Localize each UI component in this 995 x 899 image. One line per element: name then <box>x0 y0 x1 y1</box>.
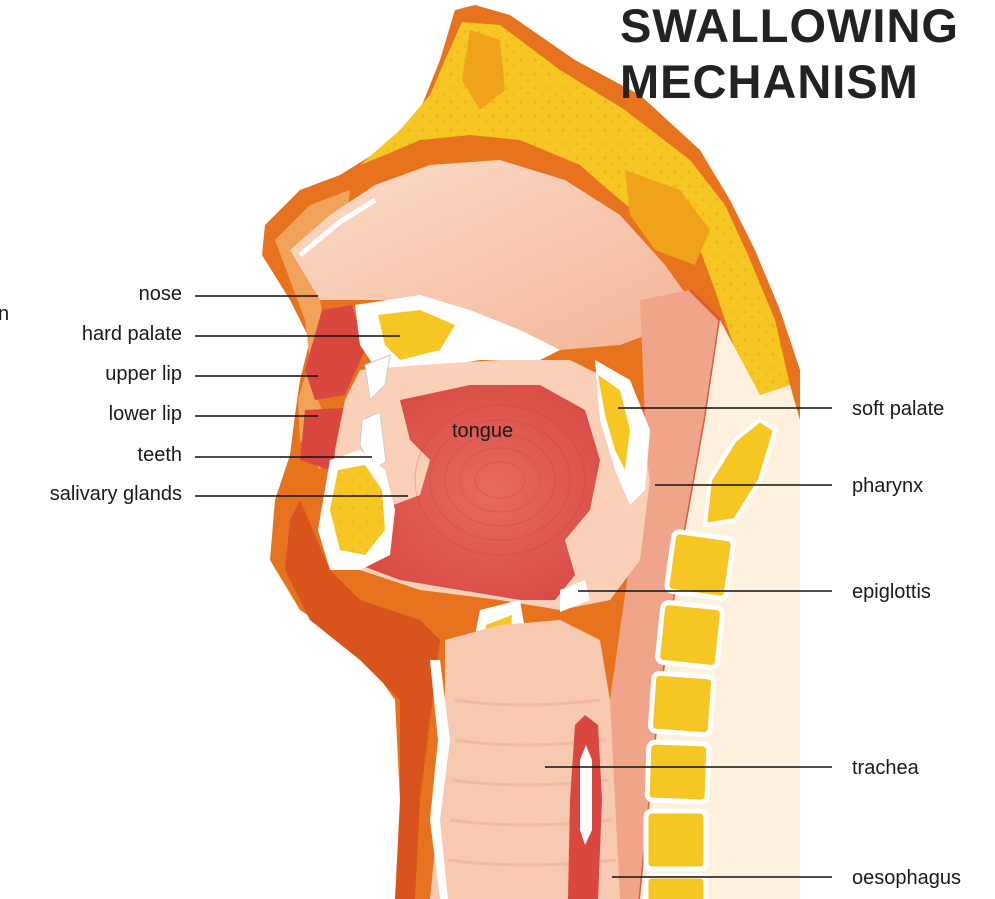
label-oesophagus: oesophagus <box>852 867 961 889</box>
label-epiglottis: epiglottis <box>852 581 931 603</box>
label-upper-lip: upper lip <box>105 363 182 385</box>
label-hard-palate: hard palate <box>82 323 182 345</box>
title-line-1: SWALLOWING <box>620 0 959 52</box>
label-salivary-glands: salivary glands <box>50 483 182 505</box>
head-cross-section <box>262 5 800 899</box>
label-trachea: trachea <box>852 757 920 779</box>
label-soft-palate: soft palate <box>852 398 944 420</box>
stray-glyph: n <box>0 303 9 325</box>
label-teeth: teeth <box>138 444 182 466</box>
label-nose: nose <box>139 283 182 305</box>
label-pharynx: pharynx <box>852 475 923 497</box>
title-line-2: MECHANISM <box>620 55 919 108</box>
label-tongue: tongue <box>452 420 513 442</box>
label-lower-lip: lower lip <box>109 403 182 425</box>
diagram-title: SWALLOWING MECHANISM <box>620 0 959 108</box>
